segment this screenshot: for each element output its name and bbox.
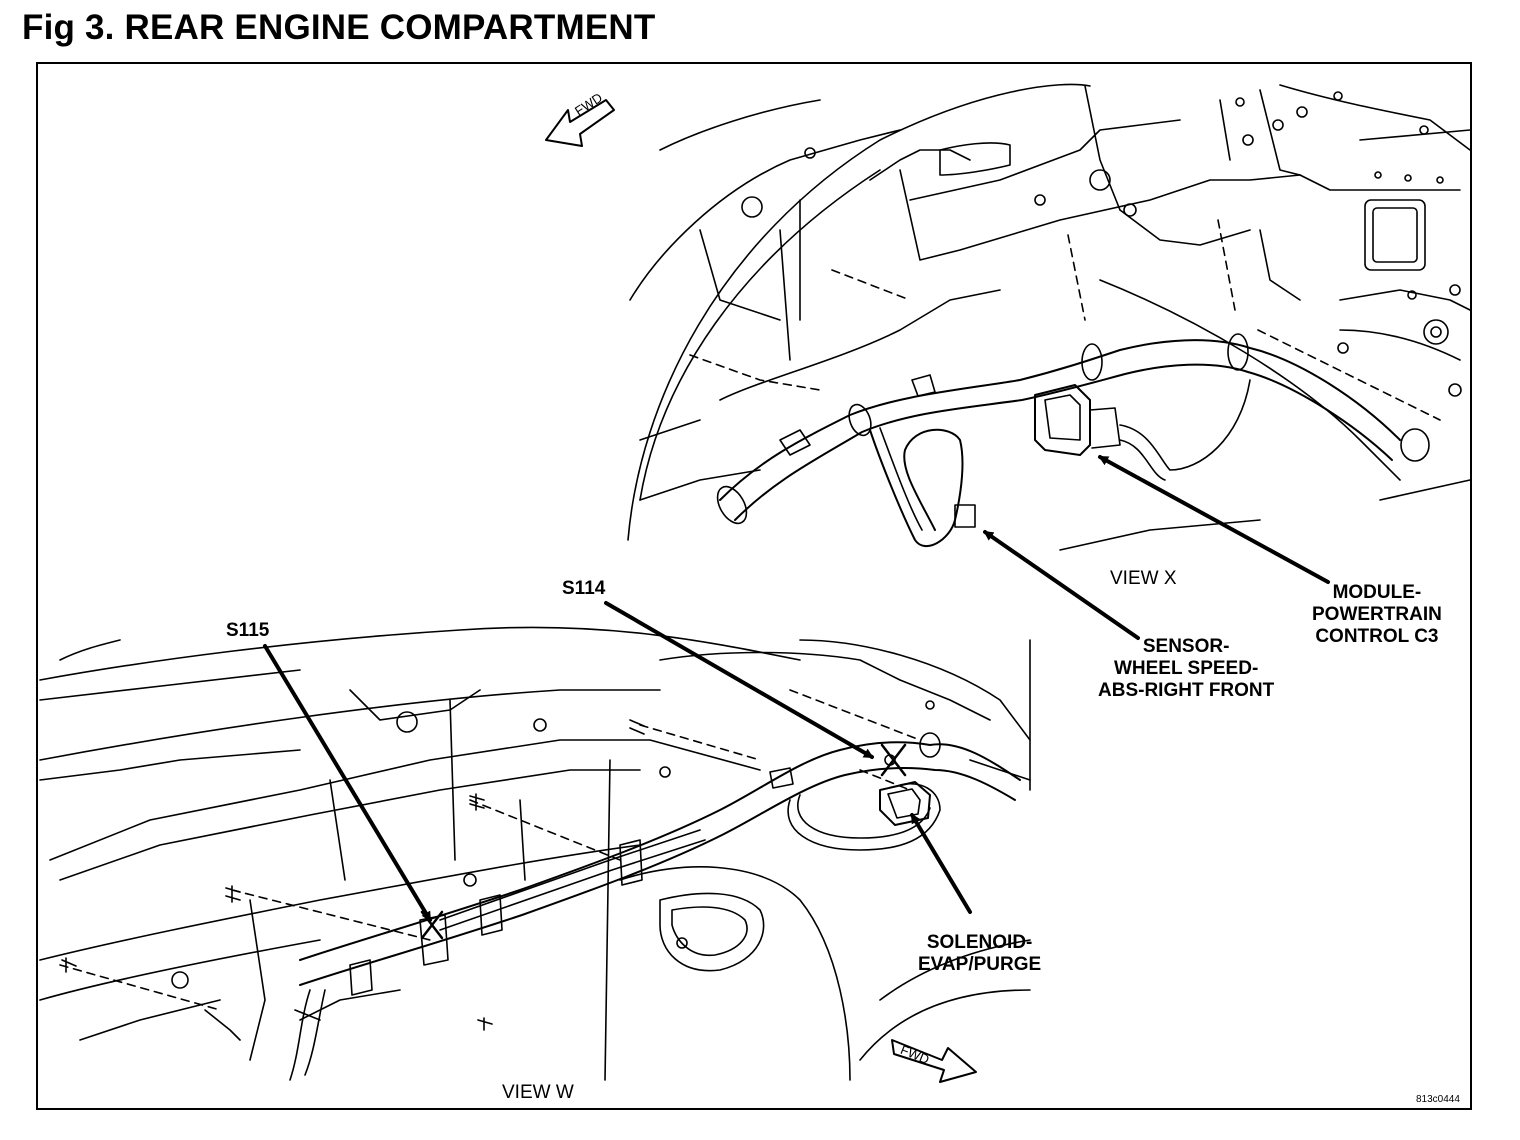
callout-s115: S115 [226,620,270,641]
view-w-artwork [39,626,1031,1083]
callout-sensor-line3: ABS-RIGHT FRONT [1098,680,1275,701]
drawing-code: 813c0444 [1416,1094,1460,1105]
callout-sensor-wheel-speed: SENSOR- WHEEL SPEED- ABS-RIGHT FRONT [1098,636,1274,702]
callout-module-line3: CONTROL C3 [1315,626,1439,647]
callout-solenoid-evap-purge: SOLENOID- EVAP/PURGE [918,932,1041,976]
callout-solenoid-line2: EVAP/PURGE [918,954,1042,975]
callout-sensor-line1: SENSOR- [1142,636,1230,657]
figure-title: Fig 3. REAR ENGINE COMPARTMENT [22,8,656,47]
callout-module-line1: MODULE- [1332,582,1422,603]
view-x-label: VIEW X [1110,568,1177,589]
callout-s114: S114 [562,578,606,599]
callout-module-line2: POWERTRAIN [1312,604,1442,625]
view-x-artwork [545,83,1471,551]
callout-sensor-line2: WHEEL SPEED- [1113,658,1259,679]
view-w-label: VIEW W [502,1082,574,1103]
callout-module-powertrain-control: MODULE- POWERTRAIN CONTROL C3 [1312,582,1442,648]
diagram-frame [36,62,1472,1110]
callout-solenoid-line1: SOLENOID- [926,932,1033,953]
callout-leaders [263,455,1330,922]
